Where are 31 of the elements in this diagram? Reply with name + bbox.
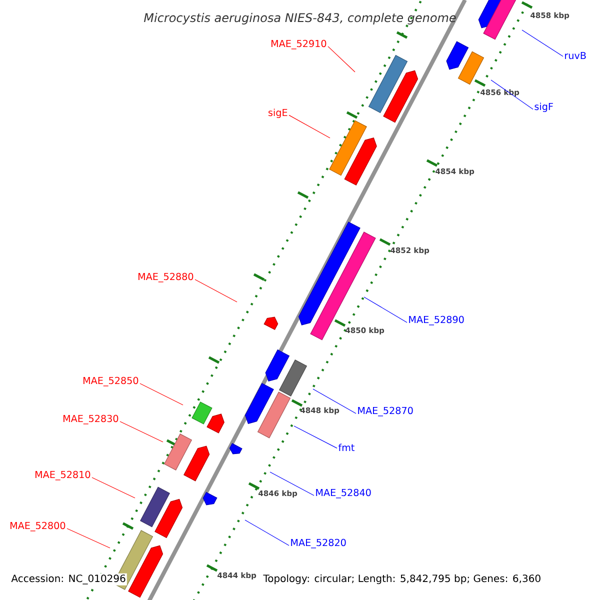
- gene-label: MAE_52880: [138, 272, 194, 282]
- leader-line: [120, 421, 164, 442]
- gene-label: MAE_52800: [10, 522, 66, 532]
- leader-line: [328, 46, 356, 72]
- leader-line: [294, 426, 338, 448]
- footer-text: Topology: circular; Length: 5,842,795 bp; Genes: 6,360: [262, 573, 542, 586]
- gene-label: MAE_52890: [409, 316, 464, 326]
- leader-line: [270, 472, 314, 496]
- leader-line: [288, 114, 330, 138]
- title: Microcystis aeruginosa NIES-843, complete genome: [144, 12, 456, 24]
- gene-label: MAE_52810: [35, 470, 90, 480]
- gene-label: MAE_52870: [358, 406, 413, 416]
- gene-label: sigE: [268, 108, 288, 118]
- gene-label: MAE_52830: [63, 414, 118, 424]
- leader-line: [140, 383, 184, 406]
- leader-line: [66, 528, 110, 548]
- gene-label: fmt: [338, 444, 354, 451]
- leader-line: [364, 296, 408, 323]
- leader-line: [244, 520, 290, 546]
- gene-label: ruvB: [565, 52, 586, 60]
- gene-label: MAE_52840: [316, 488, 371, 498]
- leader-line: [522, 30, 564, 57]
- gene-label: sigF: [534, 102, 553, 112]
- leader-line: [312, 388, 356, 414]
- gene-label: MAE_52820: [291, 538, 346, 548]
- gene-label: MAE_52850: [83, 376, 138, 386]
- gene-label: MAE_52910: [272, 40, 326, 50]
- leader-line: [490, 80, 534, 110]
- leader-line: [92, 477, 136, 498]
- leader-line: [194, 279, 238, 302]
- footer-text: Accession: NC_010296: [10, 573, 127, 586]
